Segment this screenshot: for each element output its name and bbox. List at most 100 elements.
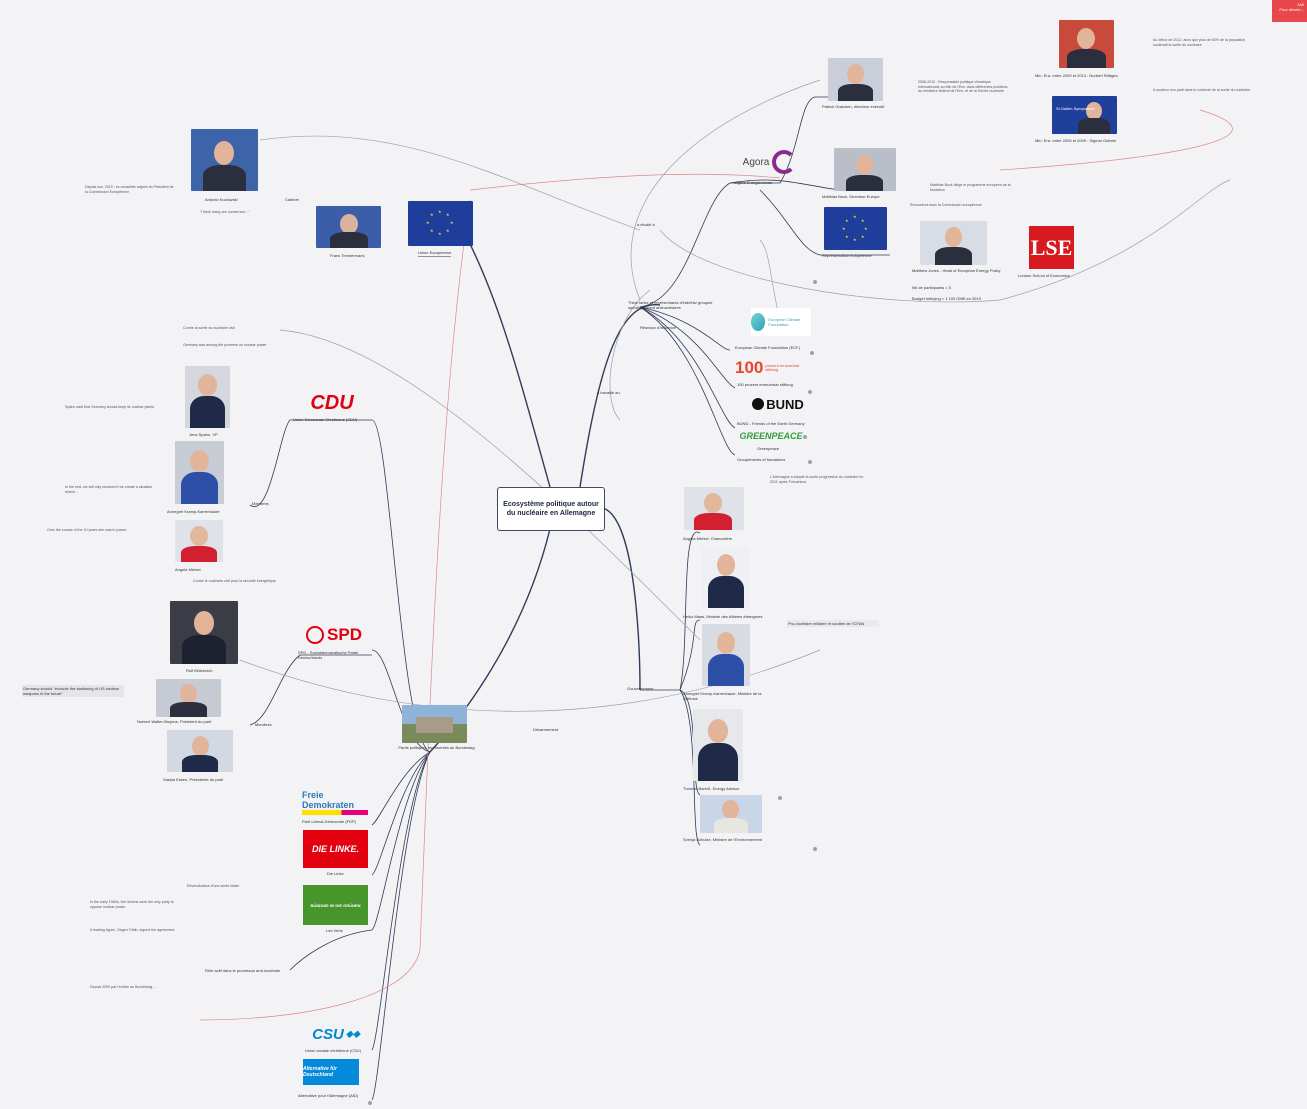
spahn-label: Jens Spahn, VP [189,432,218,437]
akk-label: Annegret Kramp-Karrenbauer [167,509,220,514]
timmermans-photo [316,206,381,248]
promet-label: Pro-nucléaire militaire et soutien de l'… [787,620,879,627]
matthias-desc: Matthias Buck dirige le programme europé… [930,183,1011,192]
akk-photo [175,441,224,504]
branch-think-tanks [579,304,661,488]
spahn-photo [185,366,230,428]
fdp-logo: Freie Demokraten [302,787,370,817]
afd-label: Alternative pour l'Allemagne (AfD) [298,1093,359,1098]
eu-flag-2: ★★★★★★★★ [824,207,887,250]
merkel-gov-label: Angela Merkel, Chancelière [683,536,733,541]
fdp-label: Parti Libéral-Démocrate (FDP) [302,819,357,824]
matthias-label: Matthias Buck, Directeur Europe [822,194,880,199]
patrick-label: Patrick Graichen, directeur exécutif [822,104,885,109]
merkel-party-desc: Over the course of the 10 years she was … [47,528,129,532]
cdu-desc2: Germany was among the pioneers on nuclea… [183,343,267,347]
cdu-desc1: Contre la sortie du nucléaire civil [183,326,235,330]
linke-label: Die Linke [327,871,344,876]
esken-label: Saskia Esken, Présidente du parti [163,777,224,782]
corner-badge[interactable]: XMi Pour dévelo... [1272,0,1307,22]
timmermans-label: Frans Timmermans [330,253,365,258]
ecf-label: European Climate Foundation (ECF) [735,345,800,350]
think-tanks-label[interactable]: Think tanks et représentants d'intérêts/… [628,300,713,310]
gruene-desc4: Depuis 2009 par l'entrée au Bundestag... [90,985,156,989]
bareiss-label: Thomas Bareiß, Energy Advisor [683,786,740,791]
merkel-party-photo [175,520,223,562]
government-label[interactable]: Gouvernement [627,686,654,691]
rottgen-label: Min. Env. entre 2009 et 2013 : Norbert R… [1035,73,1118,78]
represente-label: Représentation européenne [822,253,872,258]
represente-desc: Rencontres avec la Commission européenne [910,203,982,207]
groupements-label: Groupements et fondations [737,457,786,462]
eu-flag: ★★★★★★★★ [408,201,473,246]
gruene-desc2: In the early 1980s, the Greens were the … [90,900,174,909]
esken-photo [167,730,233,772]
lse-logo: LSE [1029,226,1074,269]
greenpeace-label: Greenpeace [757,446,780,451]
csu-label: Union sociale chrétienne (CSU) [305,1048,362,1053]
spd-logo: SPD [299,622,369,648]
patrick-photo [828,58,883,101]
schulze-photo [700,795,762,833]
linke-logo: DIE LINKE. [303,830,368,868]
spd-label: SPD - Sozialdemokratische Partei Deutsch… [298,650,359,660]
rottgen-photo [1059,20,1114,68]
spd-desc: Contre le nucléaire civil pour la sécuri… [193,579,276,583]
ecf-logo: European Climate Foundation [751,308,811,336]
root-node[interactable]: Ecosystème politique autour du nucléaire… [497,487,605,531]
akk-gov-photo [702,624,750,686]
bund-label: BUND - Friends of the Earth Germany [737,421,805,426]
agora-logo: Agora [737,148,802,176]
merkel-party-label: Angela Merkel [175,567,201,572]
maas-label: Heiko Maas, Ministre des Affaires étrang… [683,614,763,619]
cdu-label: Union Démocrate Chrétienne (CDU) [293,417,358,422]
cdu-logo: CDU [310,391,354,414]
desarmement-label: Désarmement [533,727,559,732]
cdu-membres: Membres [252,501,269,506]
afd-logo: Alternative für Deutschland [303,1059,359,1085]
lse-label: London School of Economics [1018,273,1070,278]
matthias-photo [834,148,896,191]
spahn-desc: Spahn said that Germany should keep its … [65,405,155,409]
gruene-branch: Rôle actif dans le processus anti-nucléa… [205,968,281,973]
gruene-logo: BÜNDNIS 90 DIE GRÜNEN [303,885,368,925]
rottgen-desc: Au début de 2012, alors que plus de 60% … [1153,38,1246,47]
merkel-gov-desc: L'Allemagne a adopté la sortie progressi… [770,475,864,484]
eu-label[interactable]: Union Européenne [418,250,452,257]
pointer-photo [920,221,987,265]
reseaux-label: Réseaux d'influence [640,325,676,330]
kozlowski-photo [191,129,258,191]
gabriel-photo: St.Gallen Symposium [1052,96,1117,134]
bundestag-photo [402,705,467,743]
gruene-label: Les Verts [326,928,343,933]
budget-label: Budget lobbying = 1 100 000€ en 2019 [912,296,981,301]
agora-label[interactable]: Agora Energiewende [735,180,773,185]
maas-photo [702,546,750,608]
kozlowski-label: Antonio Kozlowski [205,197,238,202]
walter-photo [156,679,221,717]
spd-membres: Membres [255,722,272,727]
patrick-desc: 2006-2012 : Responsable politique climat… [918,80,1009,94]
kozlowski-role: Cabinet [285,197,299,202]
akk-gov-label: Annegret Kramp-Karrenbauer, Ministre de … [683,691,762,701]
bareiss-photo [693,709,743,781]
walter-label: Norbert Walter-Borjans, Président du par… [137,719,212,724]
timmermans-quote: "I think many are concerned..." [200,210,249,214]
pointer-note: Nb de participants = 5 [912,285,952,290]
greenpeace-logo: GREENPEACE [739,431,803,441]
branch-government [602,507,641,691]
link-label-travaille: a travaillé au [597,390,620,395]
link-label-etudie: a étudié à [637,222,655,227]
bund-logo: BUND [748,394,808,414]
pointer-label: Matthew Jones - Head of European Energy … [912,268,1001,273]
merkel-gov-photo [684,487,744,530]
hundred-label: 100 prozent erneuerbar stiftung [737,382,793,387]
akk-desc: In the end, we will only succeed if we c… [65,485,153,494]
csu-logo: CSU⬥⬥ [312,1025,360,1043]
partis-label[interactable]: Partis politiques représentés au Bundest… [398,745,475,750]
branch-eu [461,227,551,488]
schulze-label: Svenja Schulze, Ministre de l'Environnem… [683,837,763,842]
